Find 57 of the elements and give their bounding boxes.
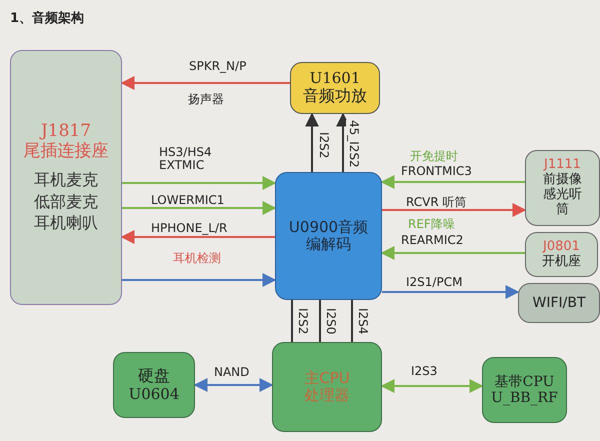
component-label: 基带CPU (494, 374, 554, 390)
module-box (518, 283, 600, 323)
component-label: 硬盘 (138, 367, 170, 386)
connector-line (319, 300, 321, 342)
section-heading: 1、音频架构 (10, 12, 84, 26)
component-label: U0900音频编解码 (288, 218, 370, 254)
edge-label: I2S1/PCM (405, 276, 464, 290)
edge-label: 耳机检测 (172, 252, 222, 266)
arrow (382, 203, 526, 217)
arrow (122, 273, 276, 287)
arrow (380, 379, 484, 393)
arrow (194, 378, 274, 392)
signal-group-label: 低部麦克 (34, 192, 98, 212)
edge-label: SPKR_N/P (188, 60, 248, 74)
component-label: U1601 (310, 70, 360, 88)
edge-label: HPHONE_L/R (150, 222, 228, 236)
connector-line (291, 300, 293, 342)
component-label: 尾插连接座 (24, 142, 108, 162)
edge-label: REARMIC2 (400, 234, 464, 248)
edge-label: LOWERMIC1 (150, 194, 226, 208)
component-label: WIFI/BT (532, 294, 586, 312)
connector-line (351, 300, 353, 342)
baseband-chip-box (482, 357, 567, 423)
connector-block (525, 150, 600, 226)
edge-label: I2S3 (410, 365, 438, 378)
connector-block (525, 232, 598, 277)
edge-label: FRONTMIC3 (400, 165, 473, 178)
connector-block (10, 50, 122, 305)
edge-label: RCVR 听筒 (405, 196, 468, 210)
component-label: U_BB_RF (491, 390, 558, 406)
cpu-box (272, 342, 382, 432)
arrow (122, 201, 276, 215)
storage-chip-box (113, 352, 195, 418)
component-label: 主CPU (304, 370, 350, 387)
arrow (380, 175, 525, 189)
edge-label: 45_I2S2 (346, 120, 362, 168)
component-label: 开机座 (542, 254, 581, 270)
signal-note: REF降噪 (408, 218, 455, 232)
arrow (120, 76, 290, 90)
component-label: 音频功放 (303, 87, 367, 106)
signal-label: 扬声器 (188, 93, 224, 106)
arrow (380, 246, 525, 260)
signal-note: 开免提时 (410, 150, 458, 164)
component-label: J0801 (543, 240, 580, 254)
codec-chip-box (275, 172, 382, 300)
component-label: U0604 (128, 386, 180, 403)
signal-group-label: 耳机麦克 (34, 171, 98, 190)
component-label: 前摄像感光听筒 (542, 173, 582, 218)
arrow (305, 112, 319, 172)
signal-group-label: 耳机喇叭 (34, 214, 98, 233)
amplifier-chip-box (290, 62, 380, 114)
component-label: J1817 (40, 122, 92, 142)
component-label: J1111 (544, 158, 581, 172)
arrow (120, 230, 275, 244)
component-label: 处理器 (304, 387, 350, 404)
arrow (122, 176, 276, 190)
arrow (382, 285, 520, 299)
